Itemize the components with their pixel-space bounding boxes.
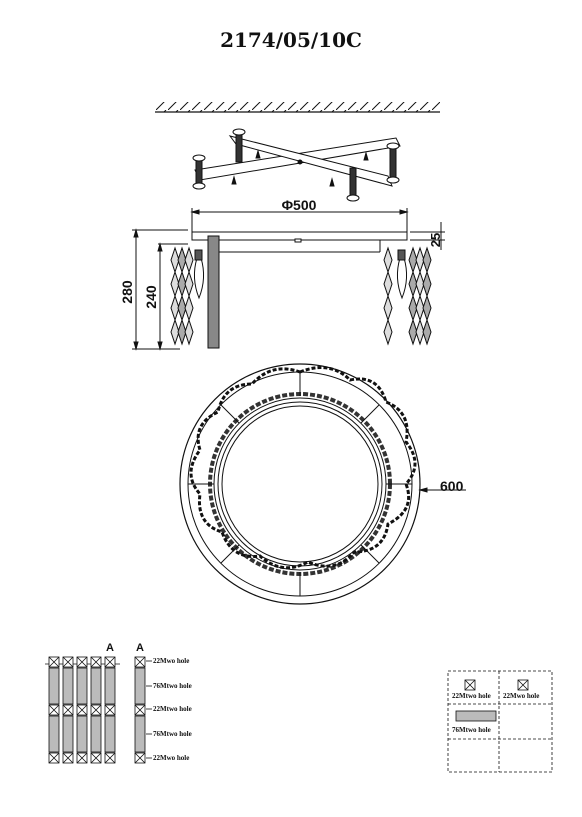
section-mark-right: A	[136, 642, 144, 654]
side-view	[132, 208, 445, 351]
chain-label-3: 22Mtwo hole	[153, 705, 192, 713]
ceiling-hatch	[155, 102, 440, 113]
chain-label-4: 76Mtwo hole	[153, 730, 192, 738]
height-280-label: 280	[119, 280, 135, 304]
mounting-bracket	[192, 128, 401, 202]
legend-label-3: 76Mtwo hole	[452, 726, 491, 734]
top-view-ring	[179, 363, 466, 605]
chain-label-1: 22Mwo hole	[153, 657, 189, 665]
chain-detail	[45, 656, 152, 764]
model-number-title: 2174/05/10C	[220, 28, 362, 52]
height-240-label: 240	[143, 285, 159, 309]
legend-label-2: 22Mwo hole	[503, 692, 539, 700]
legend-symbols	[455, 679, 529, 722]
chain-label-2: 76Mtwo hole	[153, 682, 192, 690]
legend-box	[447, 670, 553, 773]
section-mark-left: A	[106, 642, 114, 654]
diameter-500-label: Φ500	[282, 197, 317, 213]
outer-diameter-600-label: 600	[440, 478, 464, 494]
depth-25-label: 25	[428, 233, 443, 247]
chain-label-5: 22Mwo hole	[153, 754, 189, 762]
legend-label-1: 22Mtwo hole	[452, 692, 491, 700]
